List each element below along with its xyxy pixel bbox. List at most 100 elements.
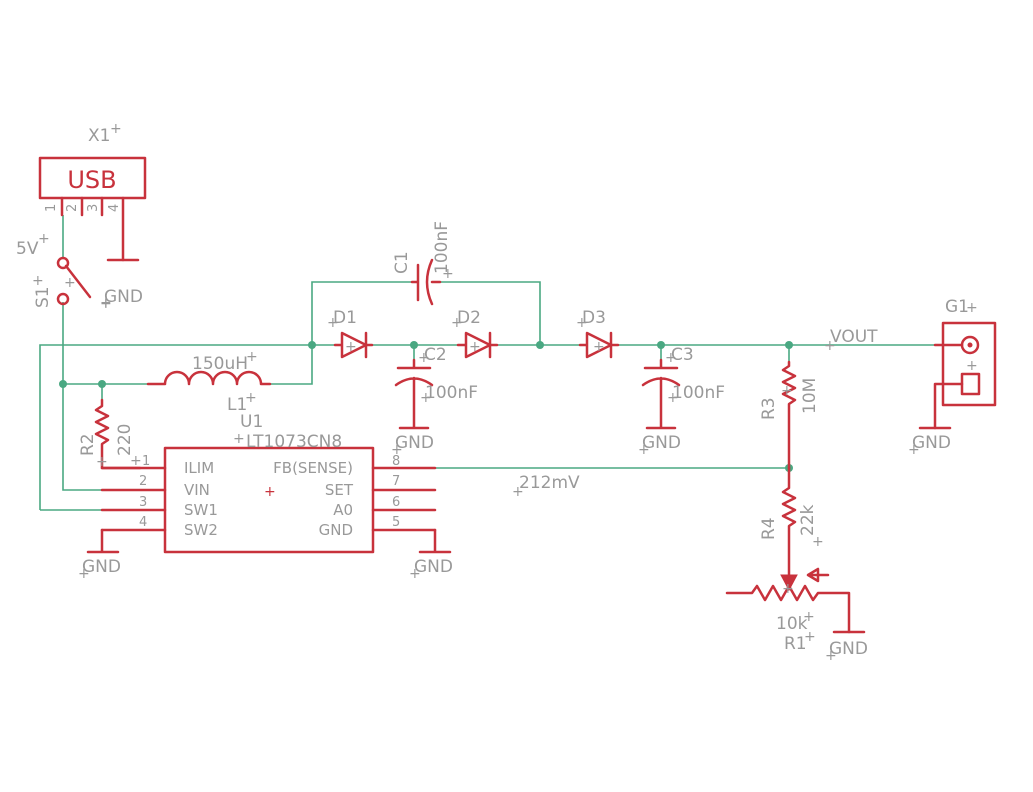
switch-contact [56,256,70,270]
origin-cross: + [110,121,122,137]
origin-cross: + [451,315,463,331]
resistor-r4[interactable]: R4 22k + [759,466,824,577]
resistor-r2[interactable]: R2 220 + [78,398,142,470]
ic-pin-name: ILIM [184,459,214,477]
usb-connector-x1[interactable]: USB 1 2 3 4 X1 + GND + [38,121,147,312]
capacitor-c1[interactable]: C1 100nF + [392,221,454,306]
ic-u1[interactable]: 1 2 3 4 + 8 7 6 5 ILIM VIN SW1 SW2 FB(SE… [78,412,453,582]
gnd-label: GND [395,433,434,453]
capacitor-plate [396,358,432,370]
origin-cross: + [420,390,432,406]
origin-cross: + [782,581,794,597]
capacitor-plate-curved [394,376,434,430]
g1-ref: G1 [945,297,969,317]
net-label-fb: 212mV + [512,473,580,500]
d2-ref: D2 [457,308,481,328]
switch-s1[interactable]: + 5V + S1 + + [16,231,112,311]
c1-value: 100nF [432,221,452,274]
s1-ref: S1 [33,286,53,308]
u1-value: LT1073CN8 [246,432,342,452]
origin-cross: + [327,315,339,331]
origin-cross: + [245,390,257,406]
potentiometer-r1[interactable]: 10k + R1 + + GND + [725,567,868,664]
junction-dot [536,341,544,349]
terminal-body [941,321,997,407]
origin-cross: + [442,266,454,282]
origin-cross: + [966,300,978,316]
junction-dot [59,380,67,388]
origin-cross: + [78,566,90,582]
ic-pin-name: FB(SENSE) [273,459,353,477]
wiper-arrow [780,574,798,592]
wire-switch-to-vin [62,302,102,491]
usb-label: USB [67,166,116,194]
ic-pin-num: 1 [142,454,150,469]
ic-pin-name: SW2 [184,521,218,539]
vout-label: VOUT [830,327,878,347]
resistor-r3[interactable]: R3 10M + [759,360,820,470]
gnd-label: GND [642,433,681,453]
wire-c1-right [435,281,541,345]
ic-pin-name: A0 [333,501,353,519]
usb-pin-label: 4 [107,204,122,212]
origin-cross: + [781,383,793,399]
capacitor-plate-curved [641,376,681,430]
r1-ref: R1 [784,634,807,654]
origin-cross: + [96,454,108,470]
capacitor-c2[interactable]: C2 + 100nF + GND + [391,345,478,458]
d3-ref: D3 [582,308,606,328]
ic-pin-name: SET [325,481,354,499]
usb-pin-label: 2 [65,204,80,212]
r1-value: 10k [776,614,808,634]
c3-value: 100nF [672,383,725,403]
c1-ref: C1 [392,251,412,274]
usb-body [38,156,147,200]
terminal-leads [933,343,964,430]
diode-d3[interactable]: D3 + + [576,308,620,359]
usb-pins [60,196,125,262]
origin-cross: + [409,566,421,582]
origin-cross: + [345,339,357,355]
origin-cross: + [32,273,44,289]
ic-pin-num: 8 [392,454,400,469]
capacitor-c3[interactable]: C3 + 100nF + GND + [638,345,725,458]
wire-c1-left [311,281,412,345]
origin-cross: + [130,453,142,469]
switch-lever [64,264,92,299]
origin-cross: + [469,339,481,355]
net-label-vout: VOUT + [824,327,878,354]
ic-pin-num: 7 [392,474,400,489]
gnd-label: GND [829,639,868,659]
diode-d2[interactable]: D2 + + [451,308,499,359]
inductor-l1[interactable]: 150uH + L1 + [146,349,272,415]
diode-symbol [578,331,620,359]
origin-cross: + [100,296,112,312]
gnd-bar [418,528,452,554]
resistor-zigzag [94,398,142,470]
terminal-positive-dot [967,342,973,348]
wire-l1-to-sw-node [262,345,313,385]
ic-pin-name: SW1 [184,501,218,519]
ic-body [163,446,375,554]
r2-value: 220 [115,424,135,456]
origin-cross: + [825,648,837,664]
origin-cross: + [812,534,824,550]
junctions [59,341,793,472]
d1-ref: D1 [333,308,357,328]
junction-dot [98,380,106,388]
origin-cross: + [38,231,50,247]
gnd-label: GND [414,557,453,577]
ic-pin-num: 6 [392,495,400,510]
ic-right-pins [371,466,437,532]
r4-value: 22k [798,504,818,536]
c3-ref: C3 [671,345,694,365]
x1-ref: X1 [88,126,110,146]
output-terminal-g1[interactable]: + G1 + GND + [908,297,997,458]
resistor-zigzag [781,360,797,470]
origin-cross: + [824,338,836,354]
terminal-plus: + [966,358,978,374]
diode-d1[interactable]: D1 + + [327,308,374,359]
r4-ref: R4 [759,517,779,540]
usb-pin-label: 1 [44,204,59,212]
ic-pin-name: VIN [184,481,210,499]
